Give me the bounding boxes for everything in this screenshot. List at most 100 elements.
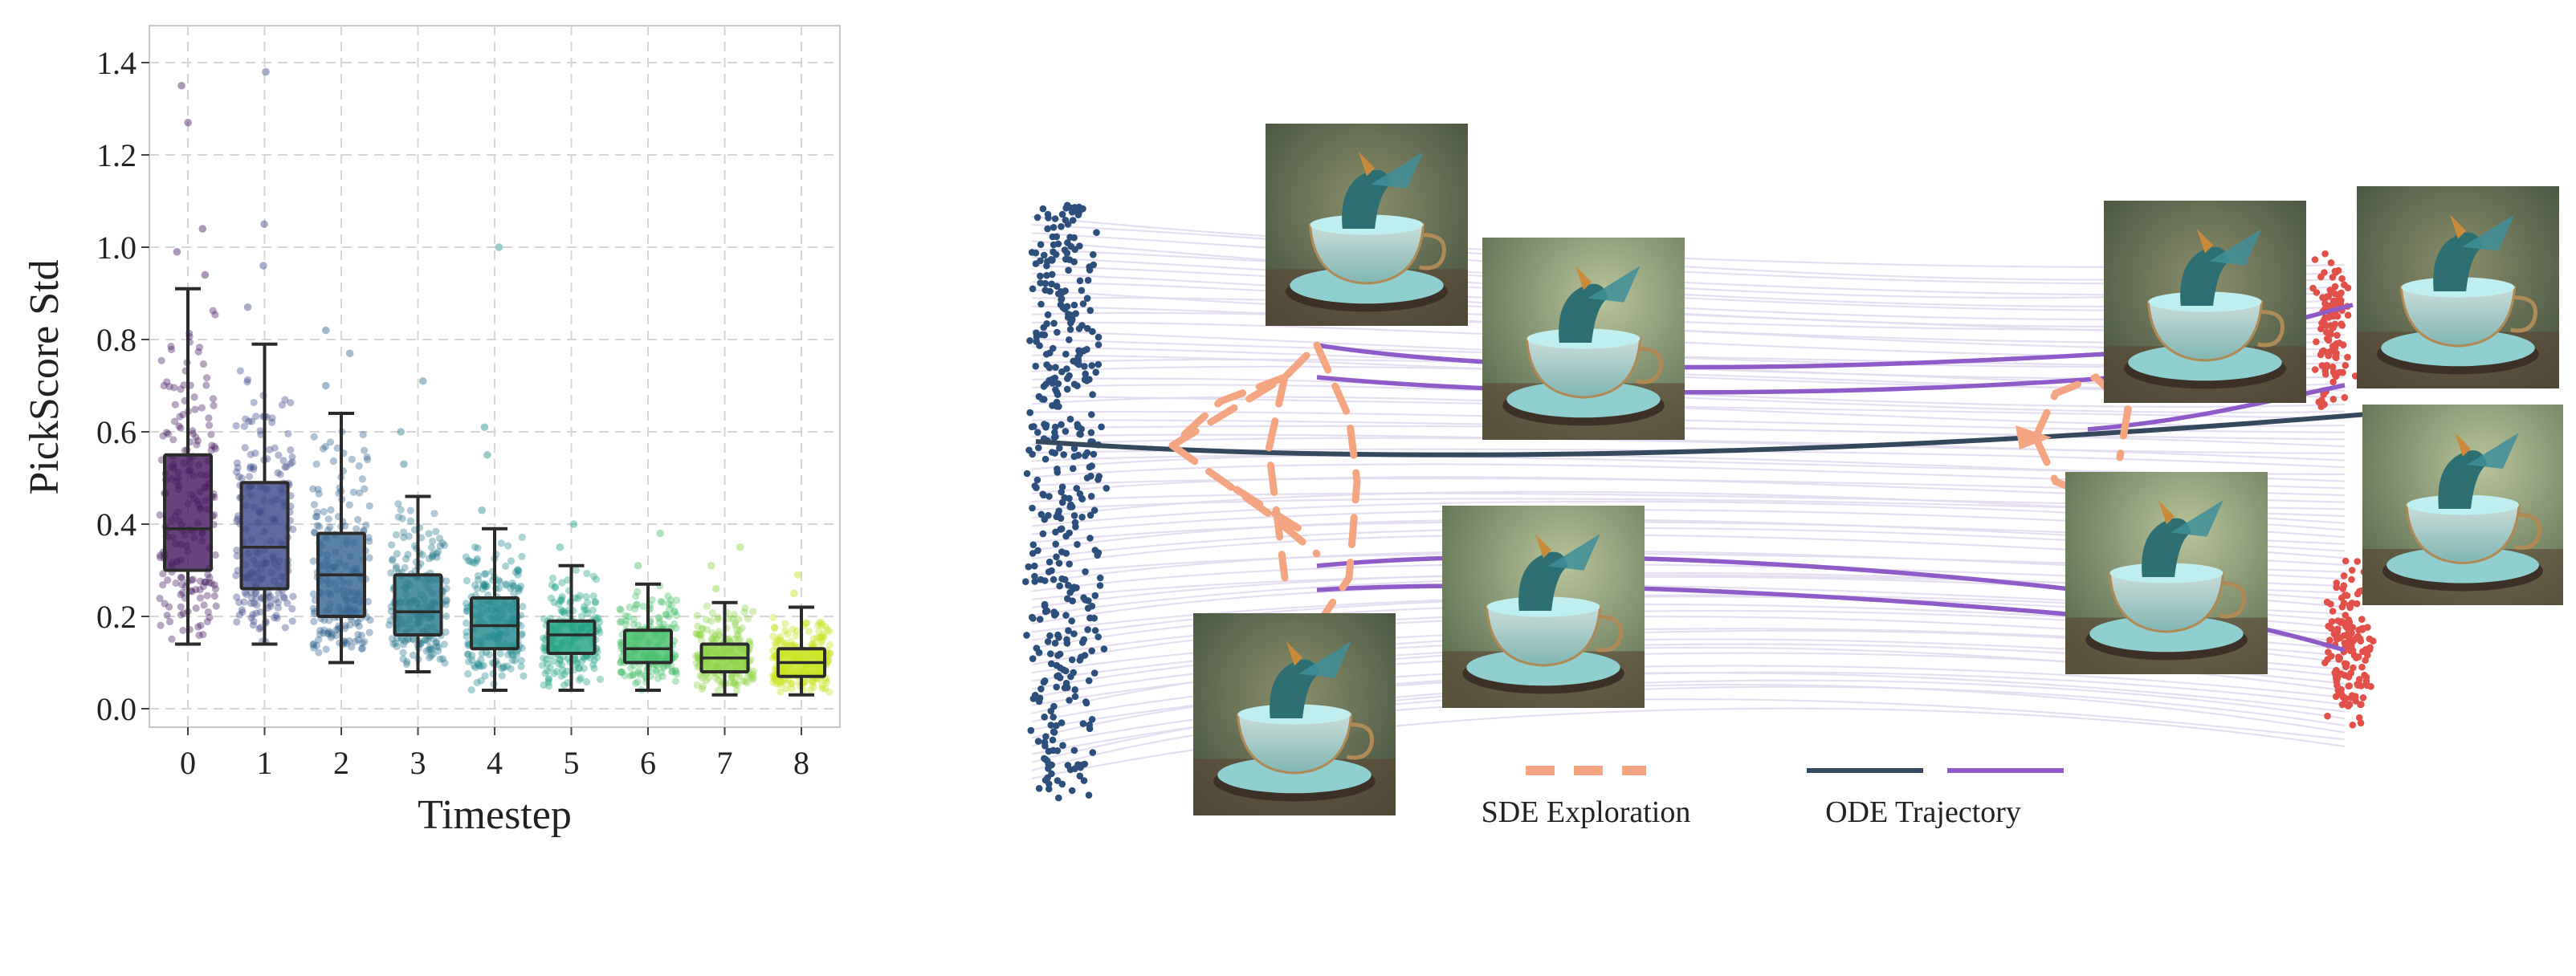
outlier-point [321,381,330,390]
x-tick-label: 8 [793,745,809,781]
jitter-point [250,466,258,474]
jitter-point [731,679,739,687]
target-point [2346,682,2353,689]
source-point [1081,652,1089,659]
jitter-point [630,615,638,624]
dragon-wing [1371,152,1424,189]
jitter-point [715,628,723,636]
source-point [1091,592,1099,600]
source-point [1035,785,1043,792]
source-point [1062,428,1070,435]
jitter-point [471,664,479,672]
target-point [2321,659,2329,667]
target-point [2327,259,2335,266]
jitter-point [731,620,740,628]
y-tick-labels: 0.00.20.40.60.81.01.21.4 [96,45,149,727]
jitter-point [670,607,679,616]
jitter-point [556,656,564,664]
source-point [1063,365,1070,372]
jitter-point [692,629,700,638]
jitter-point [468,652,476,660]
jitter-point [772,677,780,685]
jitter-point [473,584,481,592]
source-point [1043,271,1050,279]
jitter-point [696,672,704,680]
jitter-point [247,450,255,458]
target-point [2329,312,2338,320]
jitter-point [202,374,211,382]
jitter-point [654,674,662,682]
jitter-point [652,668,660,676]
jitter-point [582,606,590,614]
y-tick-label: 0.6 [96,414,137,450]
jitter-point [560,670,569,678]
jitter-point [426,653,434,662]
jitter-point [177,573,185,581]
source-point [1066,766,1074,774]
jitter-point [768,672,776,680]
jitter-point [234,567,242,575]
jitter-point [256,624,265,632]
jitter-point [704,673,713,682]
target-point [2358,616,2366,623]
jitter-point [210,592,218,600]
source-point [1045,558,1054,566]
source-point [1043,607,1051,615]
jitter-point [541,669,549,677]
jitter-point [247,588,255,596]
jitter-point [426,643,434,652]
jitter-point [178,580,186,589]
source-point [1096,582,1104,589]
outlier-point [177,81,185,90]
jitter-point [361,638,369,646]
jitter-point [634,667,642,675]
jitter-point [580,665,588,673]
jitter-point [556,656,565,664]
jitter-point [657,669,665,677]
jitter-point [274,469,282,477]
source-point [1089,327,1096,336]
jitter-point [341,624,349,632]
jitter-point [816,633,824,641]
source-point [1043,361,1050,368]
dragon-teacup-image-8 [2362,405,2563,605]
source-point [1022,578,1029,585]
jitter-point [589,592,597,600]
dragon-wing [1588,266,1641,303]
source-point [1045,785,1053,793]
jitter-point [658,598,666,606]
dragon-wing [2209,229,2262,266]
jitter-point [557,596,565,604]
source-point [1042,733,1050,740]
source-point [1069,217,1077,224]
jitter-point [177,574,185,582]
target-point [2337,634,2344,641]
jitter-point [462,553,471,561]
cup-handle [1596,615,1623,653]
jitter-point [358,644,367,653]
dragon-horn [2455,433,2471,457]
source-distribution-points [1022,201,1111,802]
jitter-point [781,627,789,635]
jitter-point [320,628,328,637]
jitter-point [594,614,602,622]
jitter-point [824,656,832,664]
jitter-point [312,513,320,521]
dragon-horn [2449,214,2467,239]
jitter-point [463,628,471,636]
jitter-point [321,442,329,450]
jitter-point [442,577,450,585]
jitter-point [559,666,567,674]
x-axis-label: Timestep [418,792,572,838]
source-point [1031,562,1038,570]
source-point [1033,338,1040,345]
jitter-point [748,676,756,684]
jitter-point [557,606,565,614]
source-point [1041,742,1049,750]
jitter-point [512,568,520,576]
jitter-point [394,500,402,508]
jitter-point [288,617,296,625]
jitter-point [627,664,635,672]
outlier-point [201,270,210,279]
